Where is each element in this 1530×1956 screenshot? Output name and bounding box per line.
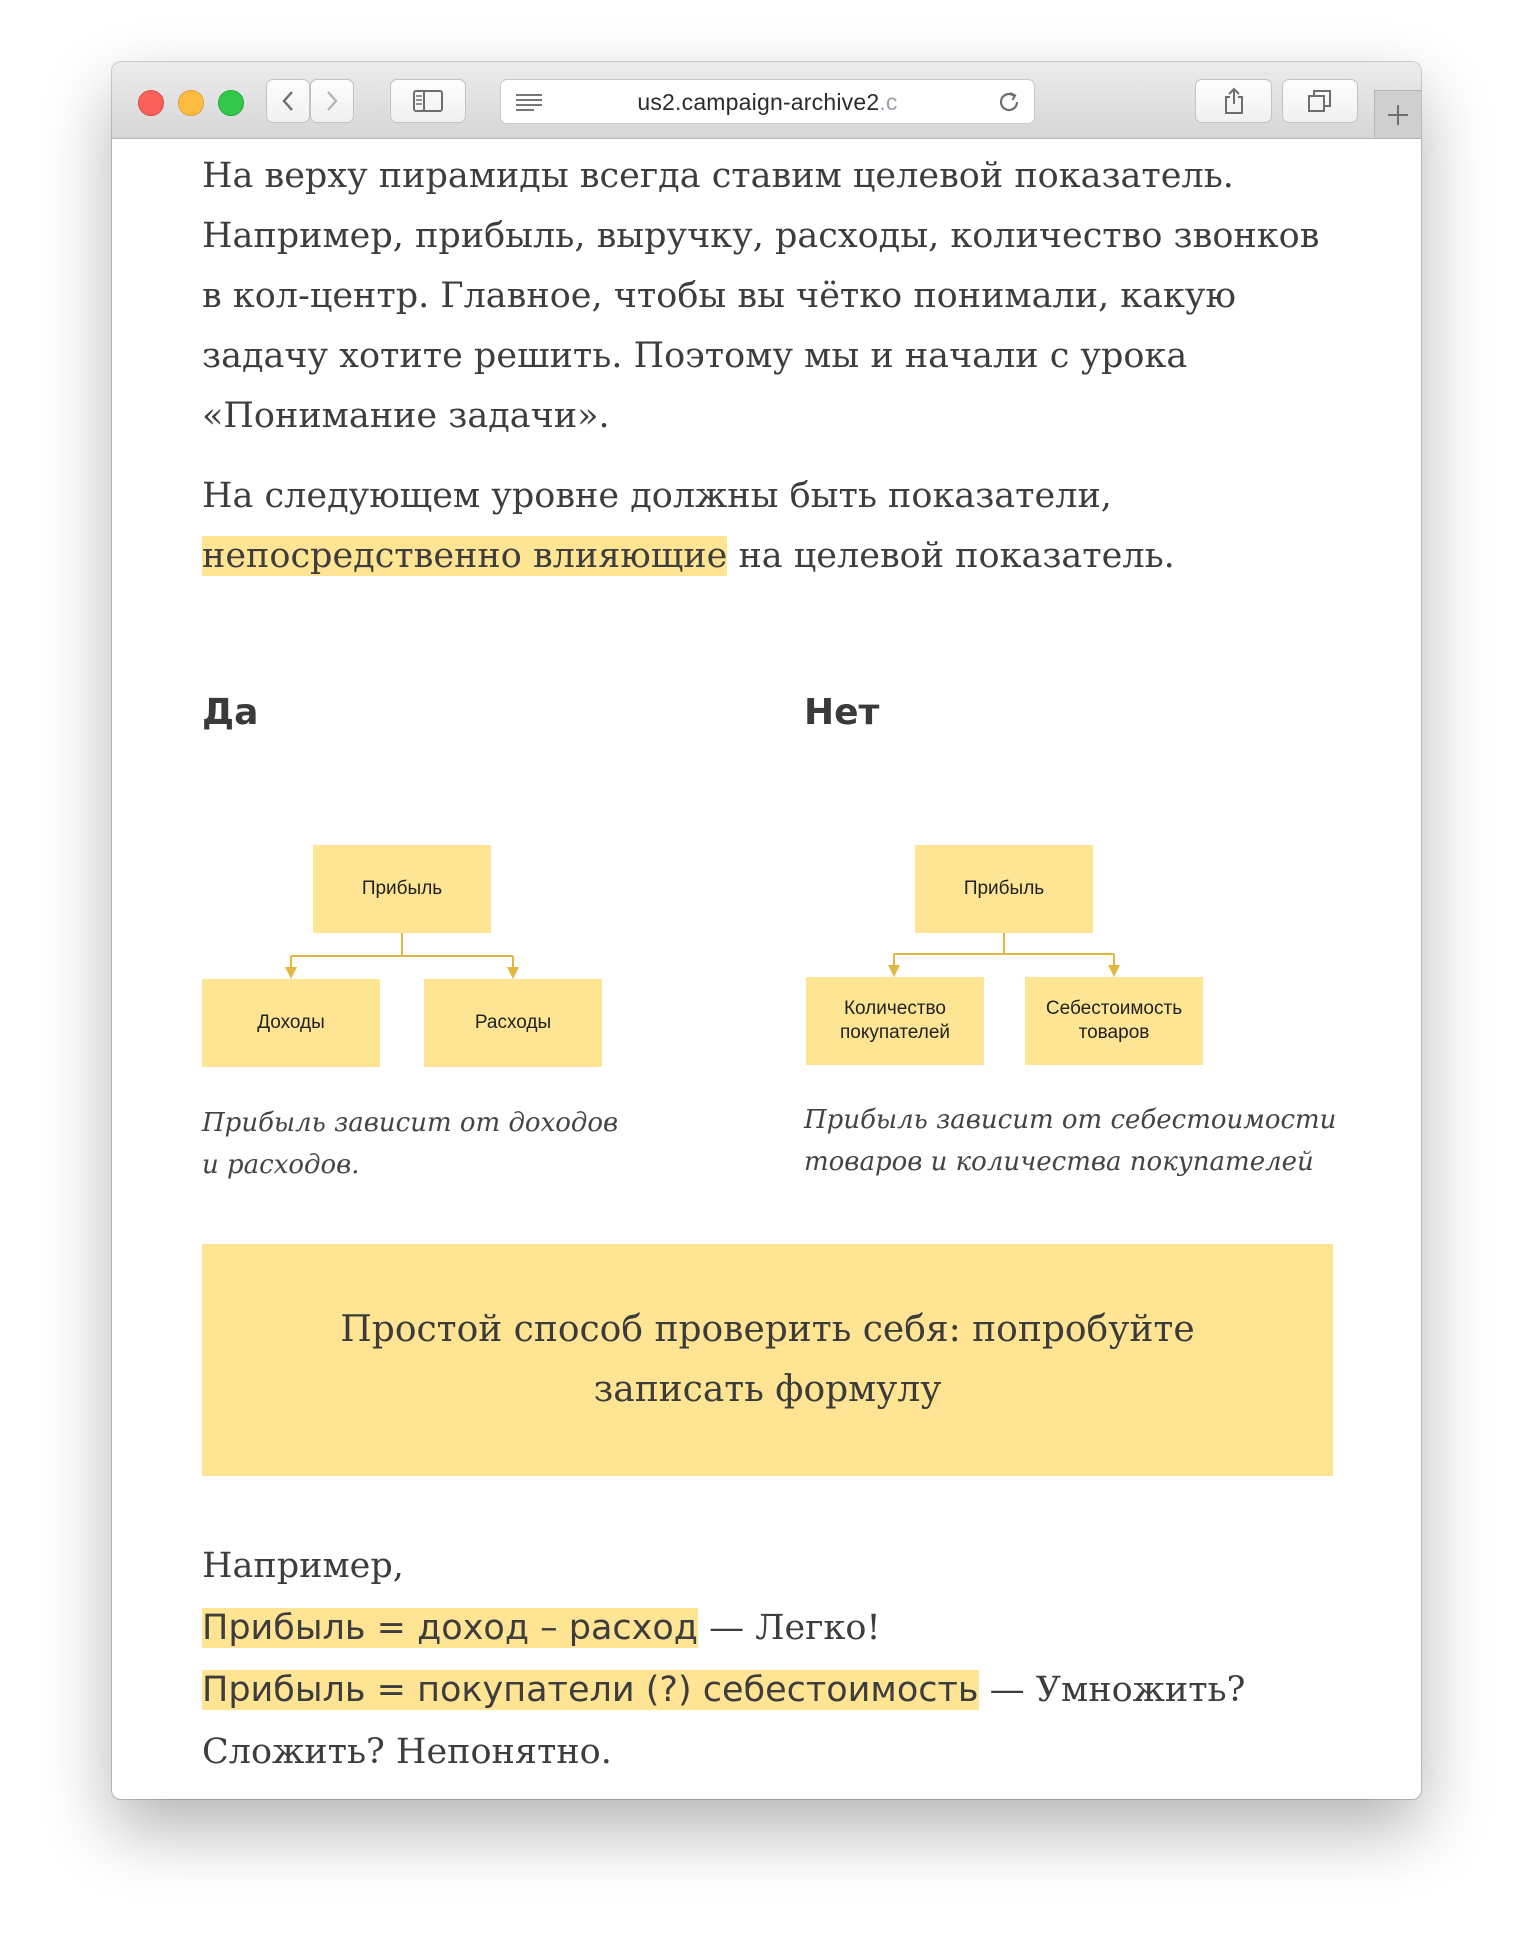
yes-arrow-right bbox=[507, 967, 519, 979]
yes-arrow-left bbox=[285, 967, 297, 979]
example-line-1: Прибыль = доход – расход — Легко! bbox=[202, 1608, 881, 1648]
reload-icon[interactable] bbox=[996, 89, 1022, 115]
tabs-icon bbox=[1308, 90, 1331, 112]
no-caption: Прибыль зависит от себестоимости товаров… bbox=[804, 1105, 1337, 1177]
sidebar-button[interactable] bbox=[390, 79, 466, 123]
formula-1: Прибыль = доход – расход bbox=[202, 1608, 698, 1648]
paragraph-pyramid-top: На верху пирамиды всегда ставим целевой … bbox=[202, 156, 1320, 436]
yes-node-income: Доходы bbox=[202, 979, 380, 1067]
zoom-window-button[interactable] bbox=[218, 90, 244, 116]
browser-window: us2.campaign-archive2.c На верху пирамид… bbox=[112, 62, 1421, 1799]
chevron-left-icon bbox=[282, 91, 293, 111]
highlight-directly-influencing: непосредственно влияющие bbox=[202, 536, 728, 576]
formula-2: Прибыль = покупатели (?) себестоимость bbox=[202, 1670, 979, 1710]
reader-icon[interactable] bbox=[515, 92, 543, 112]
callout-text: Простой способ проверить себя: попробуйт… bbox=[340, 1309, 1195, 1410]
no-title: Нет bbox=[804, 692, 880, 733]
back-button[interactable] bbox=[266, 79, 310, 123]
yes-title: Да bbox=[202, 692, 259, 733]
yes-node-profit: Прибыль bbox=[313, 845, 491, 933]
share-button[interactable] bbox=[1195, 79, 1272, 123]
toolbar: us2.campaign-archive2.c bbox=[112, 62, 1421, 139]
no-node-profit: Прибыль bbox=[915, 845, 1093, 933]
example-line-2: Прибыль = покупатели (?) себестоимость —… bbox=[202, 1670, 1246, 1710]
tabs-overview-button[interactable] bbox=[1282, 79, 1358, 123]
examples-block: Например, Прибыль = доход – расход — Лег… bbox=[202, 1535, 1332, 1783]
examples-intro: Например, bbox=[202, 1546, 404, 1586]
paragraph-next-level: На следующем уровне должны быть показате… bbox=[202, 466, 1332, 586]
callout-box: Простой способ проверить себя: попробуйт… bbox=[202, 1244, 1333, 1476]
forward-button[interactable] bbox=[310, 79, 354, 123]
sidebar-icon bbox=[413, 90, 443, 112]
new-tab-button[interactable] bbox=[1374, 90, 1421, 138]
yes-caption: Прибыль зависит от доходов и расходов. bbox=[202, 1108, 619, 1180]
paragraph-next-level-line2: непосредственно влияющие на целевой пока… bbox=[202, 536, 1175, 576]
no-arrow-right bbox=[1108, 965, 1120, 977]
url-text: us2.campaign-archive2.c bbox=[637, 89, 898, 115]
plus-icon bbox=[1388, 104, 1408, 125]
chevron-right-icon bbox=[327, 91, 338, 111]
paragraph-next-level-line1: На следующем уровне должны быть показате… bbox=[202, 476, 1112, 516]
share-icon bbox=[1224, 87, 1243, 114]
yes-node-expenses: Расходы bbox=[424, 979, 602, 1067]
address-bar[interactable]: us2.campaign-archive2.c bbox=[500, 79, 1035, 124]
minimize-window-button[interactable] bbox=[178, 90, 204, 116]
no-arrow-left bbox=[888, 965, 900, 977]
example-line-3: Сложить? Непонятно. bbox=[202, 1732, 612, 1772]
close-window-button[interactable] bbox=[138, 90, 164, 116]
